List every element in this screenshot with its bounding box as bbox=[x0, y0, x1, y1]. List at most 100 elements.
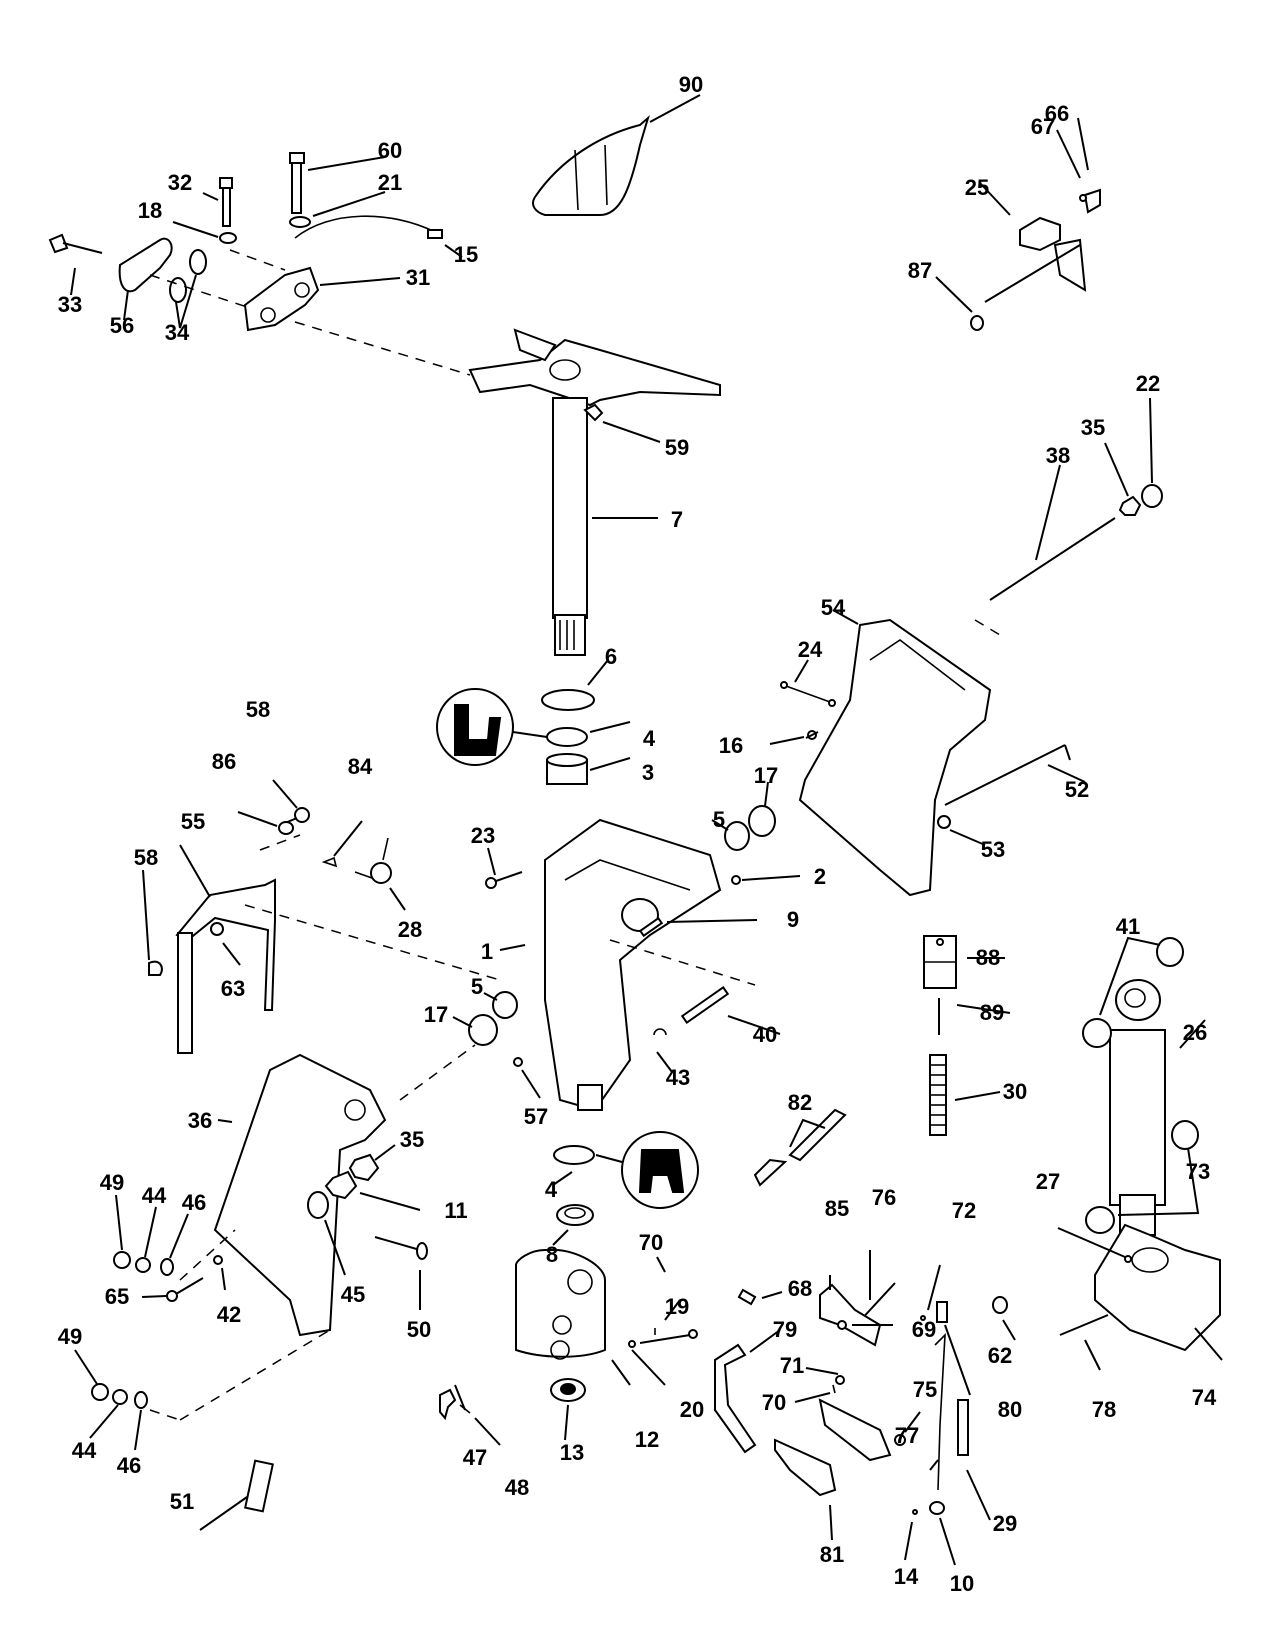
callout-66: 66 bbox=[1044, 101, 1070, 126]
part-21-washer bbox=[289, 216, 311, 228]
callout-52: 52 bbox=[1064, 777, 1090, 802]
part-77-rod bbox=[934, 1332, 946, 1491]
part-5-bushing-upper bbox=[724, 821, 750, 851]
part-80-pin bbox=[936, 1301, 948, 1323]
part-17-washer-lower bbox=[468, 1014, 498, 1046]
callout-80: 80 bbox=[997, 1397, 1023, 1422]
callout-78: 78 bbox=[1091, 1397, 1117, 1422]
callout-9: 9 bbox=[786, 907, 800, 932]
callout-35-right: 35 bbox=[1080, 415, 1106, 440]
part-15-strap bbox=[294, 215, 436, 239]
part-49-cap-lower bbox=[91, 1383, 109, 1401]
part-6-washer bbox=[541, 689, 595, 711]
part-87-cap bbox=[970, 315, 984, 331]
part-13-nut bbox=[550, 1378, 586, 1402]
callout-26: 26 bbox=[1182, 1020, 1208, 1045]
part-71-washer bbox=[835, 1375, 845, 1385]
callout-22: 22 bbox=[1135, 371, 1161, 396]
part-33-bolt bbox=[48, 233, 103, 254]
callout-62: 62 bbox=[987, 1343, 1013, 1368]
callout-6: 6 bbox=[604, 644, 618, 669]
part-69-washer bbox=[837, 1320, 847, 1330]
part-4-seal-lower bbox=[553, 1145, 595, 1165]
callout-44-upper: 44 bbox=[141, 1183, 167, 1208]
part-72-clip bbox=[920, 1315, 926, 1321]
part-55-lever bbox=[175, 878, 276, 1054]
part-40-pin bbox=[680, 985, 730, 1025]
part-73-bushing-upper bbox=[1171, 1120, 1199, 1150]
part-28-spring bbox=[354, 837, 392, 884]
part-81-bracket bbox=[774, 1438, 837, 1497]
part-45-washer bbox=[307, 1191, 329, 1219]
callout-58-lower: 58 bbox=[133, 845, 159, 870]
part-26-cylinder bbox=[1109, 979, 1166, 1236]
part-31-block bbox=[243, 266, 320, 332]
callout-56: 56 bbox=[109, 313, 135, 338]
callout-7: 7 bbox=[670, 507, 684, 532]
part-35-nut-left bbox=[348, 1153, 380, 1182]
part-27-fitting bbox=[1124, 1255, 1132, 1263]
part-53-spring bbox=[937, 815, 951, 829]
callout-34: 34 bbox=[164, 320, 190, 345]
part-22-nut bbox=[1141, 484, 1163, 508]
part-41-bushing-upper bbox=[1156, 937, 1184, 967]
part-32-bolt bbox=[219, 177, 233, 189]
callout-47: 47 bbox=[462, 1445, 488, 1470]
part-78-pin bbox=[1059, 1314, 1109, 1336]
callout-48: 48 bbox=[504, 1475, 530, 1500]
callout-49-upper: 49 bbox=[99, 1170, 125, 1195]
callout-13: 13 bbox=[559, 1440, 585, 1465]
callout-89: 89 bbox=[979, 1000, 1005, 1025]
callout-60: 60 bbox=[377, 138, 403, 163]
callout-10: 10 bbox=[949, 1571, 975, 1596]
part-4-seal-upper bbox=[546, 727, 588, 747]
callout-33: 33 bbox=[57, 292, 83, 317]
callout-73: 73 bbox=[1185, 1159, 1211, 1184]
callout-71: 71 bbox=[779, 1353, 805, 1378]
callout-88: 88 bbox=[975, 945, 1001, 970]
callout-24: 24 bbox=[797, 637, 823, 662]
callout-45: 45 bbox=[340, 1282, 366, 1307]
part-41-bushing-lower bbox=[1082, 1018, 1112, 1048]
part-2-fitting bbox=[731, 875, 741, 885]
callout-65: 65 bbox=[104, 1284, 130, 1309]
callout-57: 57 bbox=[523, 1104, 549, 1129]
part-48-pin bbox=[459, 1404, 471, 1414]
part-17-washer-upper bbox=[748, 805, 776, 837]
callout-42: 42 bbox=[216, 1302, 242, 1327]
callout-49-lower: 49 bbox=[57, 1324, 83, 1349]
part-68-screw bbox=[737, 1288, 757, 1306]
part-20-washer bbox=[628, 1340, 636, 1348]
part-86-washer bbox=[278, 821, 294, 835]
callout-85: 85 bbox=[824, 1196, 850, 1221]
callout-82: 82 bbox=[787, 1090, 813, 1115]
part-34-washer-a bbox=[169, 277, 187, 303]
part-1-swivel-bracket bbox=[544, 818, 722, 1112]
callout-35-left: 35 bbox=[399, 1127, 425, 1152]
callout-74: 74 bbox=[1191, 1385, 1217, 1410]
part-90-cover bbox=[532, 114, 650, 216]
part-11-nut bbox=[324, 1170, 358, 1200]
callout-11: 11 bbox=[444, 1198, 468, 1223]
part-42-washer bbox=[213, 1255, 223, 1265]
part-51-plate bbox=[244, 1459, 274, 1513]
callout-79: 79 bbox=[772, 1317, 798, 1342]
callout-18: 18 bbox=[137, 198, 163, 223]
callout-77: 77 bbox=[894, 1423, 920, 1448]
part-38-shaft bbox=[989, 517, 1116, 601]
callout-31: 31 bbox=[405, 265, 431, 290]
part-75-screw bbox=[894, 1434, 906, 1446]
callout-46-upper: 46 bbox=[181, 1190, 207, 1215]
callout-29: 29 bbox=[992, 1511, 1018, 1536]
callout-27: 27 bbox=[1035, 1169, 1061, 1194]
seal-symbol-upper-icon bbox=[436, 688, 514, 766]
part-57-fitting bbox=[513, 1057, 523, 1067]
seal-symbol-lower-icon bbox=[621, 1131, 699, 1209]
part-16-screw bbox=[805, 730, 819, 740]
part-8-bearing bbox=[556, 1204, 594, 1226]
callout-55: 55 bbox=[180, 809, 206, 834]
callout-46-lower: 46 bbox=[116, 1453, 142, 1478]
callout-23: 23 bbox=[470, 823, 496, 848]
callout-16: 16 bbox=[718, 733, 744, 758]
